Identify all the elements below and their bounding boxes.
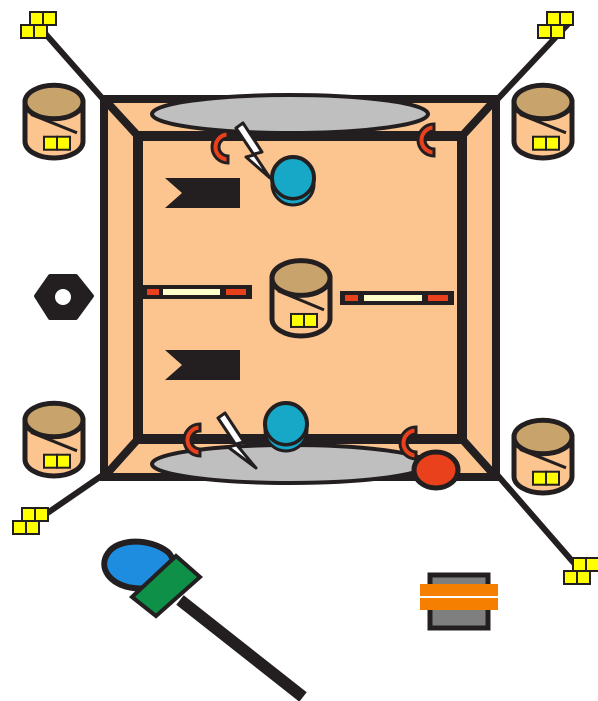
bracket-icon-tr [416, 122, 436, 158]
connector-icon-bottom-right [563, 557, 598, 585]
bevel-tr [459, 96, 499, 139]
connector-icon-bottom-left [12, 507, 49, 535]
bracket-group [182, 122, 436, 461]
barrel-icon-center [269, 258, 333, 339]
bar-icon-right [340, 291, 454, 305]
bevel-br [459, 436, 499, 480]
oval-plate-top [150, 93, 430, 135]
connectors-group [12, 11, 598, 585]
puck-icon-top [270, 155, 316, 207]
connector-icon-top-right [537, 11, 574, 39]
barrel-icon-top-left [22, 82, 86, 161]
barrels-group [22, 82, 575, 496]
bracket-icon-bl [182, 422, 202, 458]
barrel-icon-bottom-right [511, 417, 575, 496]
bolt-icon-top [234, 121, 272, 180]
bolt-icon-bottom [216, 411, 258, 470]
bracket-icon-tl [210, 129, 230, 165]
red-blob-icon [411, 449, 461, 491]
banner-icon-bottom [165, 350, 240, 380]
barrel-icon-top-right [511, 82, 575, 161]
connector-icon-top-left [20, 11, 57, 39]
ring-icon [34, 274, 94, 320]
bar-icon-left [142, 285, 252, 299]
bevel-bl [101, 436, 141, 480]
paddle-icon [101, 538, 307, 701]
bevel-tl [101, 96, 141, 139]
rod-bottom-right [490, 468, 583, 572]
banner-icon-top [165, 178, 240, 208]
block-icon [420, 572, 498, 631]
puck-icon-bottom [263, 401, 309, 453]
barrel-icon-bottom-left [22, 400, 86, 479]
